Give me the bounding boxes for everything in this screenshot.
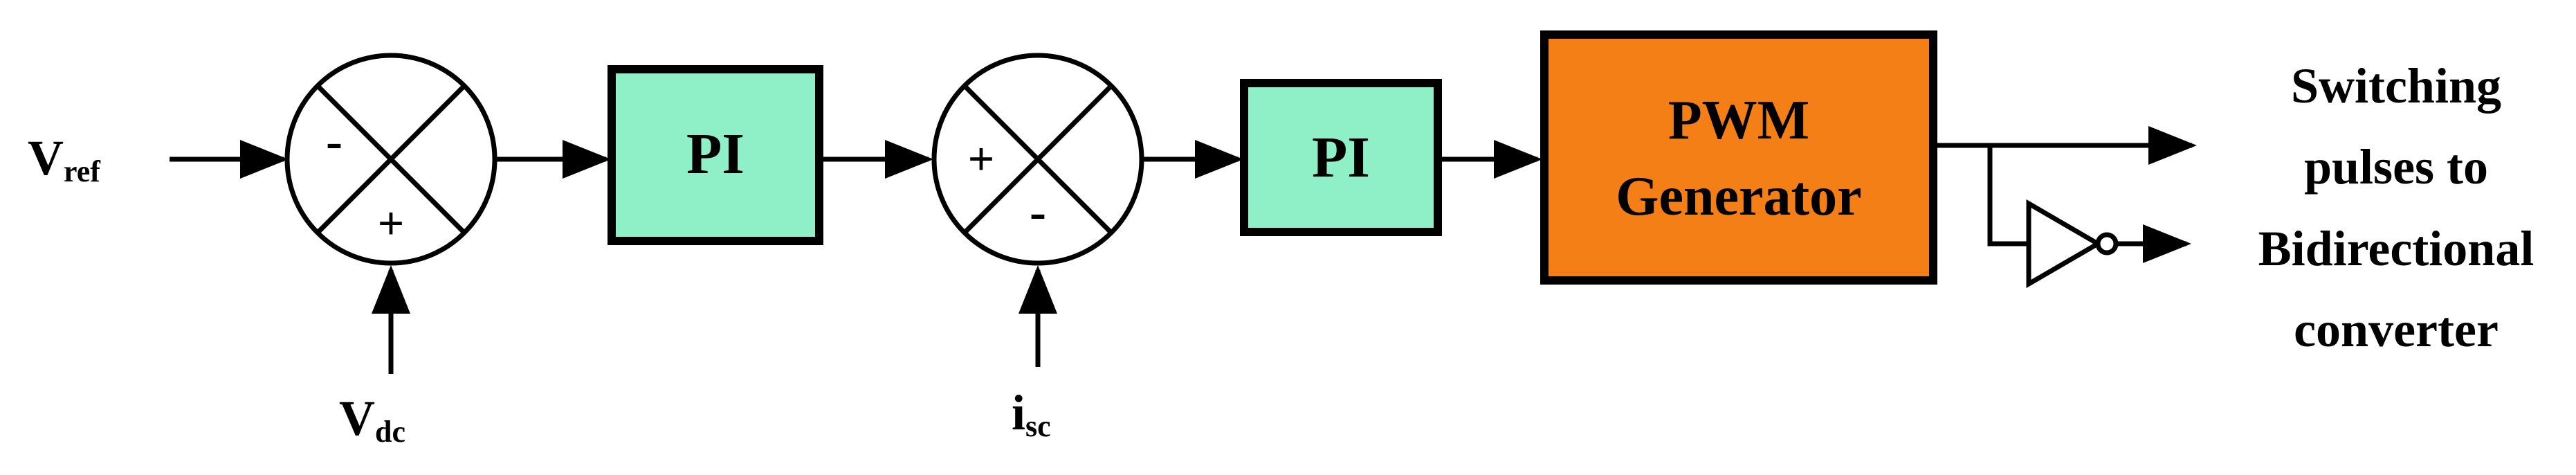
pwm-generator-line2: Generator	[1616, 166, 1861, 227]
isc-label: isc	[1012, 385, 1051, 443]
output-label-line4: converter	[2294, 302, 2499, 357]
isc-main: i	[1012, 385, 1025, 440]
output-label-line3: Bidirectional	[2258, 221, 2534, 276]
summing-junction-1-plus-sign: +	[378, 197, 405, 249]
pi-block-2-box	[1240, 79, 1442, 236]
vdc-sub: dc	[375, 415, 405, 449]
summing-junction-1-minus-sign: -	[326, 114, 342, 169]
pi-block-1-box	[608, 65, 823, 245]
summing-junction-2-minus-sign: -	[1030, 184, 1046, 240]
pi-block-1: PI	[608, 65, 823, 245]
pwm-generator-box	[1540, 30, 1937, 285]
pi-block-1-label: PI	[686, 122, 745, 186]
summing-junction-2-cross-b	[962, 84, 1113, 235]
pwm-output-branch-wire	[1987, 145, 2029, 247]
vdc-main: V	[339, 391, 375, 446]
vref-label: Vref	[28, 130, 101, 188]
pi-block-2-label: PI	[1312, 125, 1370, 190]
summing-junction-1-cross-b	[316, 84, 466, 235]
isc-sub: sc	[1025, 409, 1051, 443]
summing-junction-1: - +	[284, 53, 497, 266]
vdc-label: Vdc	[339, 391, 405, 449]
output-label: Switching pulses to Bidirectional conver…	[2258, 58, 2534, 357]
not-gate-triangle	[2026, 199, 2103, 289]
summing-junction-2-plus-sign: +	[968, 132, 995, 185]
summing-junction-2: + -	[931, 53, 1144, 266]
vref-main: V	[28, 130, 64, 186]
vref-sub: ref	[64, 154, 101, 188]
not-gate-icon	[2026, 199, 2119, 289]
output-label-line1: Switching	[2291, 58, 2501, 114]
pi-block-2: PI	[1240, 79, 1442, 236]
output-label-line2: pulses to	[2304, 139, 2488, 195]
pwm-generator-block: PWM Generator	[1540, 30, 1937, 285]
pwm-generator-line1: PWM	[1668, 90, 1809, 151]
not-gate-bubble	[2095, 232, 2119, 256]
